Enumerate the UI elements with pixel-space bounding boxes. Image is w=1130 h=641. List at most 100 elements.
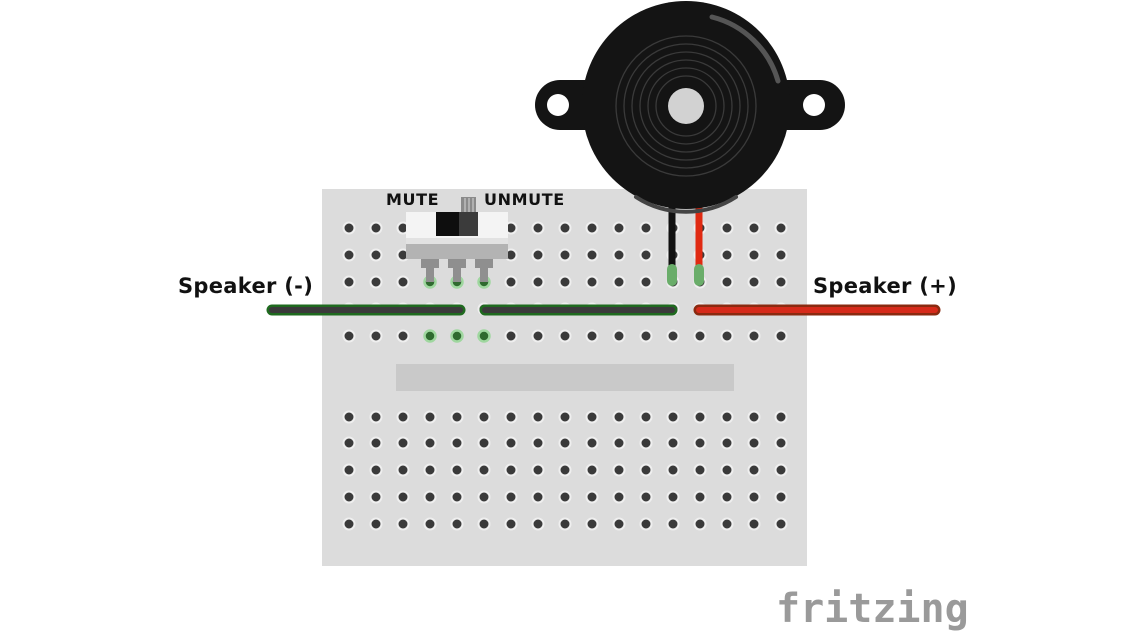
breadboard-hole (558, 248, 572, 262)
breadboard-hole (774, 221, 788, 235)
breadboard-hole (396, 275, 410, 289)
breadboard-hole (720, 436, 734, 450)
breadboard-hole (477, 490, 491, 504)
breadboard-hole (666, 436, 680, 450)
breadboard-hole (396, 517, 410, 531)
breadboard-hole (612, 248, 626, 262)
breadboard-hole (720, 329, 734, 343)
breadboard-hole (747, 329, 761, 343)
buzzer-ring (623, 43, 749, 169)
breadboard-hole (477, 436, 491, 450)
breadboard-hole (774, 410, 788, 424)
breadboard-center-channel (396, 364, 734, 391)
breadboard-hole (369, 490, 383, 504)
breadboard-hole (558, 517, 572, 531)
breadboard-hole (720, 490, 734, 504)
breadboard-hole (477, 463, 491, 477)
breadboard-hole (639, 275, 653, 289)
breadboard-hole (396, 329, 410, 343)
breadboard-hole (639, 248, 653, 262)
breadboard-hole (342, 329, 356, 343)
breadboard-hole (369, 329, 383, 343)
breadboard-hole (504, 517, 518, 531)
breadboard-hole (612, 275, 626, 289)
buzzer-center-hole (668, 88, 704, 124)
breadboard-hole (612, 517, 626, 531)
breadboard-hole (369, 436, 383, 450)
switch-pin (475, 259, 493, 282)
breadboard-hole (639, 490, 653, 504)
breadboard-hole (747, 221, 761, 235)
breadboard-hole (396, 490, 410, 504)
breadboard-hole (747, 463, 761, 477)
breadboard-hole (585, 463, 599, 477)
breadboard-hole (558, 463, 572, 477)
buzzer-rim-highlight-lower (634, 195, 738, 214)
breadboard-hole (504, 436, 518, 450)
breadboard-hole (666, 463, 680, 477)
breadboard-hole (612, 463, 626, 477)
breadboard-hole (531, 463, 545, 477)
breadboard-hole (423, 517, 437, 531)
breadboard-hole (720, 275, 734, 289)
breadboard-hole (666, 329, 680, 343)
breadboard-hole (585, 275, 599, 289)
connected-hole (423, 329, 437, 343)
breadboard-hole (612, 329, 626, 343)
breadboard-hole (639, 517, 653, 531)
breadboard-hole (558, 329, 572, 343)
breadboard-hole (639, 221, 653, 235)
breadboard-hole (369, 410, 383, 424)
breadboard-hole (504, 275, 518, 289)
buzzer-ring (647, 67, 725, 145)
connected-hole (477, 329, 491, 343)
breadboard-hole (693, 436, 707, 450)
breadboard-hole (774, 490, 788, 504)
breadboard-hole (774, 463, 788, 477)
switch-pin (421, 259, 439, 282)
switch-unmute-label: UNMUTE (484, 190, 565, 209)
connected-hole (450, 329, 464, 343)
breadboard-hole (396, 436, 410, 450)
buzzer-ring (655, 75, 717, 137)
breadboard-hole (585, 436, 599, 450)
switch-slider (459, 212, 478, 236)
breadboard-hole (720, 410, 734, 424)
breadboard-hole (423, 436, 437, 450)
breadboard-hole (639, 410, 653, 424)
breadboard-hole (342, 248, 356, 262)
breadboard-hole (531, 517, 545, 531)
switch-pin (448, 259, 466, 282)
breadboard-hole (774, 329, 788, 343)
breadboard-hole (342, 410, 356, 424)
breadboard-hole (747, 436, 761, 450)
buzzer-tab-hole-left (547, 94, 569, 116)
breadboard-hole (612, 490, 626, 504)
breadboard-hole (369, 221, 383, 235)
buzzer-leads (667, 200, 704, 286)
fritzing-logo: fritzing (776, 586, 969, 632)
buzzer-ring (615, 35, 757, 177)
breadboard-hole (720, 248, 734, 262)
breadboard-hole (747, 275, 761, 289)
breadboard (322, 189, 807, 566)
breadboard-hole (342, 221, 356, 235)
breadboard-hole (693, 329, 707, 343)
breadboard-hole (450, 436, 464, 450)
breadboard-hole (450, 517, 464, 531)
breadboard-hole (342, 436, 356, 450)
buzzer-rings (615, 35, 757, 177)
switch-mute-label: MUTE (386, 190, 440, 209)
breadboard-hole (639, 436, 653, 450)
breadboard-hole (720, 463, 734, 477)
breadboard-hole (342, 463, 356, 477)
breadboard-hole (531, 410, 545, 424)
breadboard-hole (774, 248, 788, 262)
breadboard-hole (504, 410, 518, 424)
buzzer-ring (639, 59, 733, 153)
breadboard-hole (423, 463, 437, 477)
breadboard-hole (747, 517, 761, 531)
breadboard-hole (450, 490, 464, 504)
breadboard-hole (693, 490, 707, 504)
